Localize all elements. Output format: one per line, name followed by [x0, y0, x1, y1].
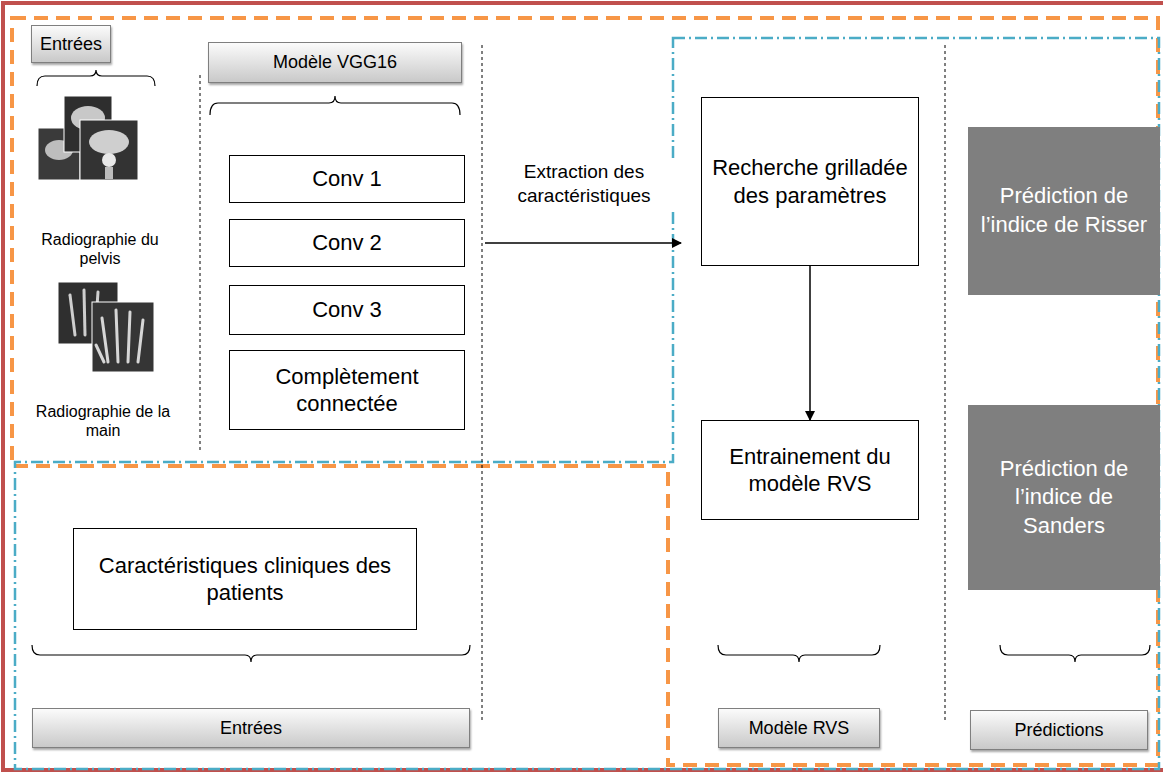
node-text: Modèle RVS	[749, 718, 850, 739]
process-box: Entrainement du modèle RVS	[701, 420, 919, 520]
node-text: Entrées	[220, 718, 282, 739]
model-header: Modèle VGG16	[208, 42, 462, 83]
node-text: Conv 1	[312, 165, 382, 193]
node-text: Prédiction de l’indice de Sanders	[976, 455, 1152, 541]
node-text: Modèle VGG16	[273, 52, 397, 73]
image-caption: Radiographie de la main	[28, 402, 178, 440]
arrow-connector	[809, 266, 811, 420]
layer-box: Conv 3	[229, 285, 465, 335]
node-text: Prédiction de l’indice de Risser	[976, 182, 1152, 239]
input-header: Entrées	[32, 708, 470, 748]
prediction-box: Prédiction de l’indice de Sanders	[968, 405, 1160, 590]
node-text: Recherche grilladée des paramètres	[710, 154, 910, 209]
output-header: Prédictions	[970, 710, 1148, 750]
layer-box: Conv 2	[229, 219, 465, 267]
layer-box: Complètement connectée	[229, 350, 465, 430]
pelvis-xrays	[38, 96, 138, 180]
node-text: Complètement connectée	[238, 363, 456, 418]
outer-frame	[3, 3, 1163, 770]
node-text: Entrées	[40, 34, 102, 55]
node-text: Prédictions	[1014, 720, 1103, 741]
hand-xrays	[58, 282, 154, 372]
node-text: Conv 2	[312, 229, 382, 257]
edge-label: Extraction des caractéristiques	[486, 160, 682, 208]
process-box: Recherche grilladée des paramètres	[701, 97, 919, 266]
node-text: Entrainement du modèle RVS	[710, 443, 910, 498]
arrow-connector	[485, 242, 681, 244]
layer-box: Conv 1	[229, 155, 465, 203]
node-text: Caractéristiques cliniques des patients	[82, 552, 408, 607]
input-box: Caractéristiques cliniques des patients	[73, 528, 417, 630]
node-text: Conv 3	[312, 296, 382, 324]
input-header: Entrées	[31, 25, 111, 63]
image-caption: Radiographie du pelvis	[22, 230, 178, 268]
prediction-box: Prédiction de l’indice de Risser	[968, 127, 1160, 295]
blue-region	[15, 38, 1159, 769]
model-header: Modèle RVS	[718, 708, 880, 748]
